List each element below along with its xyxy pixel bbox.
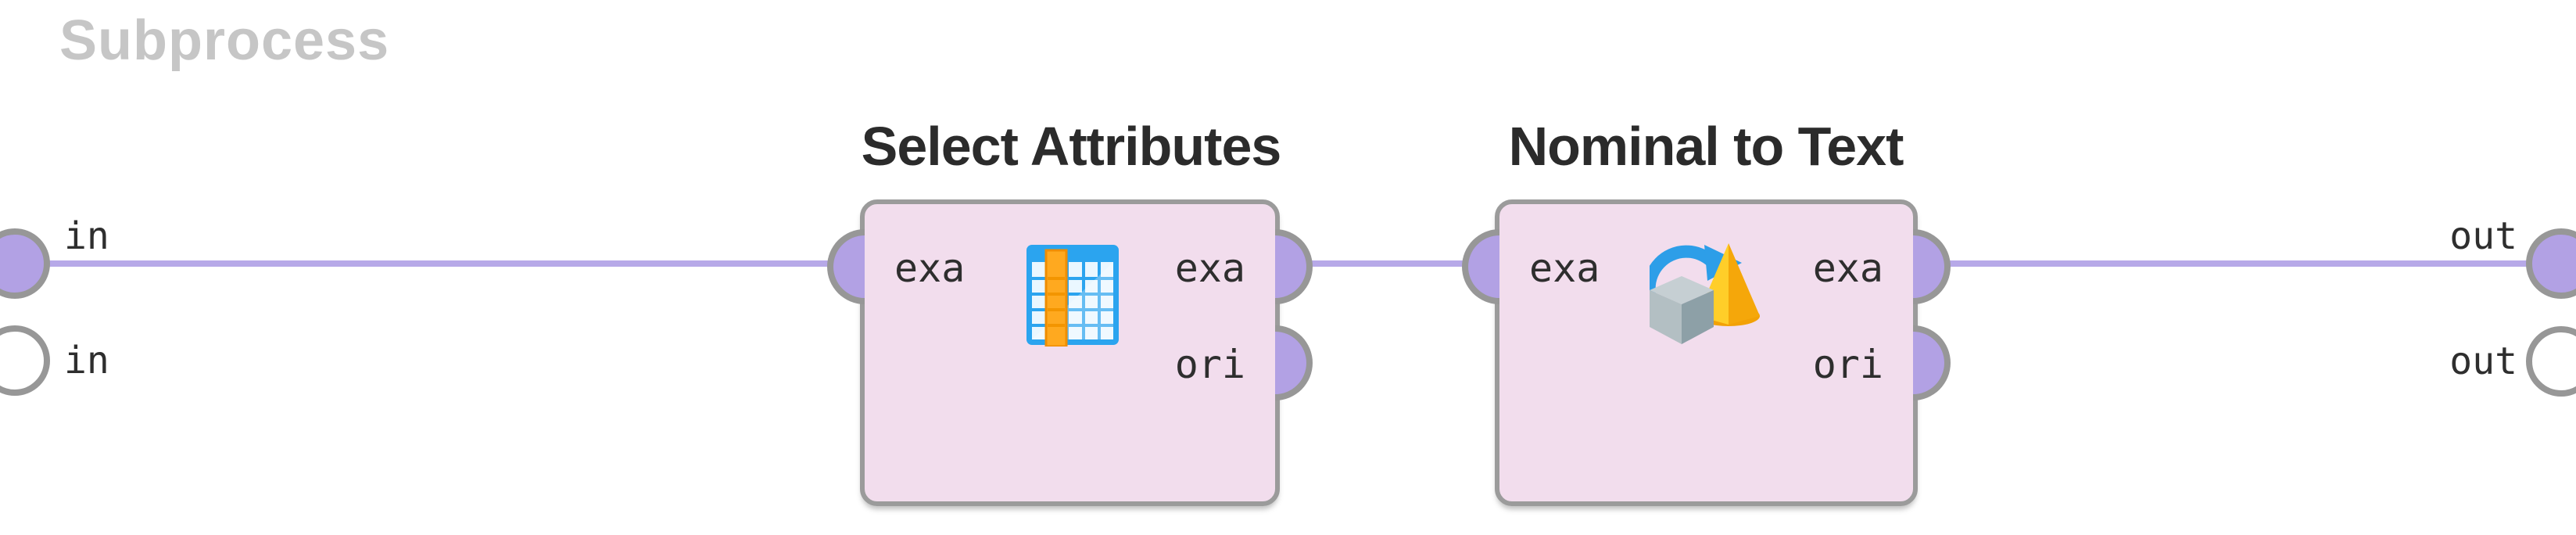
select-attributes-exa-output-port[interactable] xyxy=(1275,229,1313,304)
subprocess-output-port-2[interactable] xyxy=(2526,326,2576,397)
nominal-to-text-convert-icon xyxy=(1643,239,1767,350)
subprocess-input-port-1[interactable] xyxy=(0,228,50,299)
nominal-to-text-ori-output-label: ori xyxy=(1812,342,1883,387)
operator-select-attributes[interactable]: exa exa ori xyxy=(827,199,1313,506)
subprocess-input-port-2-label: in xyxy=(64,339,109,382)
connection-wire-in-to-select-attributes[interactable] xyxy=(16,260,863,267)
select-attributes-ori-output-port[interactable] xyxy=(1275,325,1313,400)
select-attributes-exa-input-label: exa xyxy=(894,246,966,291)
nominal-to-text-ori-output-port[interactable] xyxy=(1913,325,1951,400)
select-attributes-exa-input-port[interactable] xyxy=(827,229,865,304)
subprocess-input-port-2[interactable] xyxy=(0,325,50,396)
nominal-to-text-exa-input-port[interactable] xyxy=(1462,229,1499,304)
select-attributes-ori-output-label: ori xyxy=(1174,342,1245,387)
nominal-to-text-exa-input-label: exa xyxy=(1529,246,1600,291)
subprocess-input-port-1-label: in xyxy=(64,214,109,258)
select-attributes-exa-output-label: exa xyxy=(1174,246,1245,291)
subprocess-output-port-2-label: out xyxy=(2449,339,2517,383)
select-attributes-table-icon xyxy=(1025,243,1120,350)
operator-title-nominal-to-text: Nominal to Text xyxy=(1508,116,1904,177)
operator-title-select-attributes: Select Attributes xyxy=(861,116,1282,177)
subprocess-view-title: Subprocess xyxy=(59,9,390,72)
connection-wire-select-attributes-to-nominal-to-text[interactable] xyxy=(1277,260,1498,267)
operator-nominal-to-text[interactable]: exa exa ori xyxy=(1462,199,1951,506)
subprocess-output-port-1-label: out xyxy=(2449,214,2517,258)
connection-wire-nominal-to-text-to-out[interactable] xyxy=(1915,260,2541,267)
nominal-to-text-exa-output-label: exa xyxy=(1812,246,1883,291)
nominal-to-text-exa-output-port[interactable] xyxy=(1913,229,1951,304)
subprocess-output-port-1[interactable] xyxy=(2526,228,2576,299)
